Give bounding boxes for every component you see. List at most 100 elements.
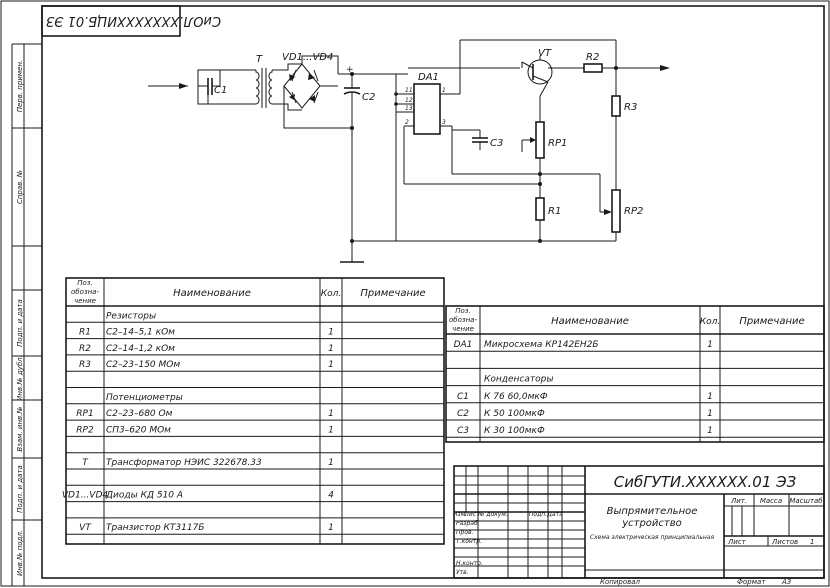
t2-header-pos-1: Поз.: [455, 307, 471, 315]
resistor-r2: R2: [583, 52, 670, 73]
potentiometer-rp1: RP1: [404, 121, 567, 198]
ic-da1: DA1 11 12 13 2 3 1: [394, 40, 461, 241]
margin-label-5: Взам. инв.№: [16, 406, 24, 451]
t1-group-heading: Резисторы: [106, 311, 156, 321]
t1-header-name: Наименование: [173, 288, 251, 299]
t1-cell-name: СП3–620 МОм: [106, 425, 171, 435]
label-c2: C2: [362, 92, 375, 103]
t1-cell-name: С2–23–150 МОм: [106, 360, 180, 370]
t1-cell-name: С2–14–1,2 кОм: [106, 344, 175, 354]
label-r2: R2: [586, 52, 599, 63]
t2-header-pos-2: обозна-: [449, 316, 477, 324]
tb-subtitle: Схема электрическая принципиальная: [590, 534, 715, 541]
tb-col-sign: Подп.: [529, 511, 547, 518]
t1-cell-pos: VT: [79, 523, 92, 533]
margin-label-7: Инв.№ подл.: [16, 530, 24, 576]
t1-cell-pos: R1: [79, 328, 91, 338]
pin-11: 11: [405, 87, 413, 94]
resistor-r3: R3: [611, 68, 637, 190]
t1-header-note: Примечание: [360, 288, 425, 299]
margin-label-2: Справ. №: [16, 170, 24, 204]
table-components-2: Поз. обозна- чение Наименование Кол. При…: [445, 305, 825, 443]
tb-col-date: Дата: [546, 511, 563, 518]
t2-cell-pos: C3: [457, 426, 469, 436]
capacitor-c3: C3: [452, 129, 503, 150]
tb-document-code: СибГУТИ.XXXXXX.01 ЭЗ: [614, 473, 797, 491]
t1-cell-pos: R2: [79, 344, 91, 354]
t1-cell-qty: 1: [328, 344, 334, 354]
transistor-vt: VT: [408, 48, 584, 122]
title-grid: [454, 475, 585, 567]
t1-cell-pos: T: [82, 458, 89, 468]
t1-cell-name: С2–23–680 Ом: [106, 409, 173, 419]
t1-cell-qty: 1: [328, 360, 334, 370]
t2-cell-qty: 1: [707, 392, 713, 402]
top-stamp: СиОЛ.XXXXXXXИЦБ.01 ЭЗ: [41, 5, 221, 37]
pin-2: 2: [405, 119, 409, 126]
t2-cell-name: К 50 100мкФ: [484, 409, 545, 419]
schematic: C1 T VD1...VD4: [148, 39, 670, 263]
capacitor-c2: C2: [343, 74, 375, 262]
t2-cell-name: К 30 100мкФ: [484, 426, 545, 436]
t1-cell-pos: R3: [79, 360, 91, 370]
tb-role-utv: Утв.: [456, 569, 469, 576]
tb-title-line2: устройство: [621, 518, 682, 529]
tb-format: Формат: [737, 578, 766, 586]
tb-sheet: Лист: [727, 538, 747, 546]
left-margin: Перв. примен. Справ. № Подп. и дата Инв.…: [11, 43, 42, 586]
label-c1: C1: [214, 85, 227, 96]
table2-grid: [446, 350, 824, 438]
pin-12: 12: [405, 97, 413, 104]
t1-cell-pos: VD1...VD4: [62, 491, 108, 501]
t1-cell-name: Транзистор КТ3117Б: [106, 523, 204, 533]
tb-col-doc: № докум.: [477, 511, 508, 518]
top-wire: [460, 39, 618, 70]
tb-role-tkontr: Т.контр.: [456, 538, 482, 545]
tb-format-value: А3: [781, 578, 791, 586]
t2-cell-pos: DA1: [454, 340, 473, 350]
t1-cell-name: Диоды КД 510 А: [105, 491, 183, 501]
label-r1: R1: [548, 206, 561, 217]
t1-group-heading: Потенциометры: [106, 393, 183, 403]
t2-header-pos-3: чение: [452, 325, 474, 333]
table-components-1: Поз. обозна- чение Наименование Кол. При…: [62, 277, 445, 545]
resistor-r1: R1: [535, 197, 561, 243]
label-rp1: RP1: [548, 138, 567, 149]
tb-lit: Лит.: [730, 497, 747, 505]
t1-cell-qty: 4: [328, 491, 334, 501]
t2-cell-name: Микросхема КР142ЕН2Б: [484, 340, 599, 350]
t1-cell-qty: 1: [328, 458, 334, 468]
t2-cell-name: К 76 60,0мкФ: [484, 392, 548, 402]
stamp-code: СиОЛ.XXXXXXXИЦБ.01 ЭЗ: [46, 13, 221, 28]
margin-label-4: Инв.№ дубл.: [16, 355, 24, 401]
t2-header-name: Наименование: [551, 316, 629, 327]
t2-cell-qty: 1: [707, 426, 713, 436]
tb-scale: Масштаб: [789, 497, 823, 505]
input-arrow: [148, 83, 188, 89]
potentiometer-rp2: RP2: [540, 173, 643, 241]
label-t: T: [256, 54, 263, 65]
t1-header-qty: Кол.: [321, 289, 342, 299]
t1-cell-qty: 1: [328, 523, 334, 533]
plus-marker: +: [346, 65, 354, 75]
tb-title-line1: Выпрямительное: [607, 506, 698, 517]
tb-mass: Масса: [760, 497, 782, 505]
transformer-t: T: [255, 54, 302, 111]
label-vt: VT: [538, 48, 552, 59]
t1-cell-qty: 1: [328, 425, 334, 435]
margin-label-1: Перв. примен.: [16, 60, 24, 113]
tb-sheets: Листов: [771, 538, 798, 546]
t1-header-pos-2: обозна-: [71, 288, 99, 296]
t1-cell-qty: 1: [328, 409, 334, 419]
positive-rail: +: [338, 65, 408, 76]
table1-grid: [66, 321, 444, 535]
label-r3: R3: [624, 102, 637, 113]
tb-col-izm: Изм.: [453, 511, 467, 518]
t1-cell-name: С2–14–5,1 кОм: [106, 328, 175, 338]
t2-cell-qty: 1: [707, 409, 713, 419]
t2-group-heading: Конденсаторы: [484, 375, 553, 385]
